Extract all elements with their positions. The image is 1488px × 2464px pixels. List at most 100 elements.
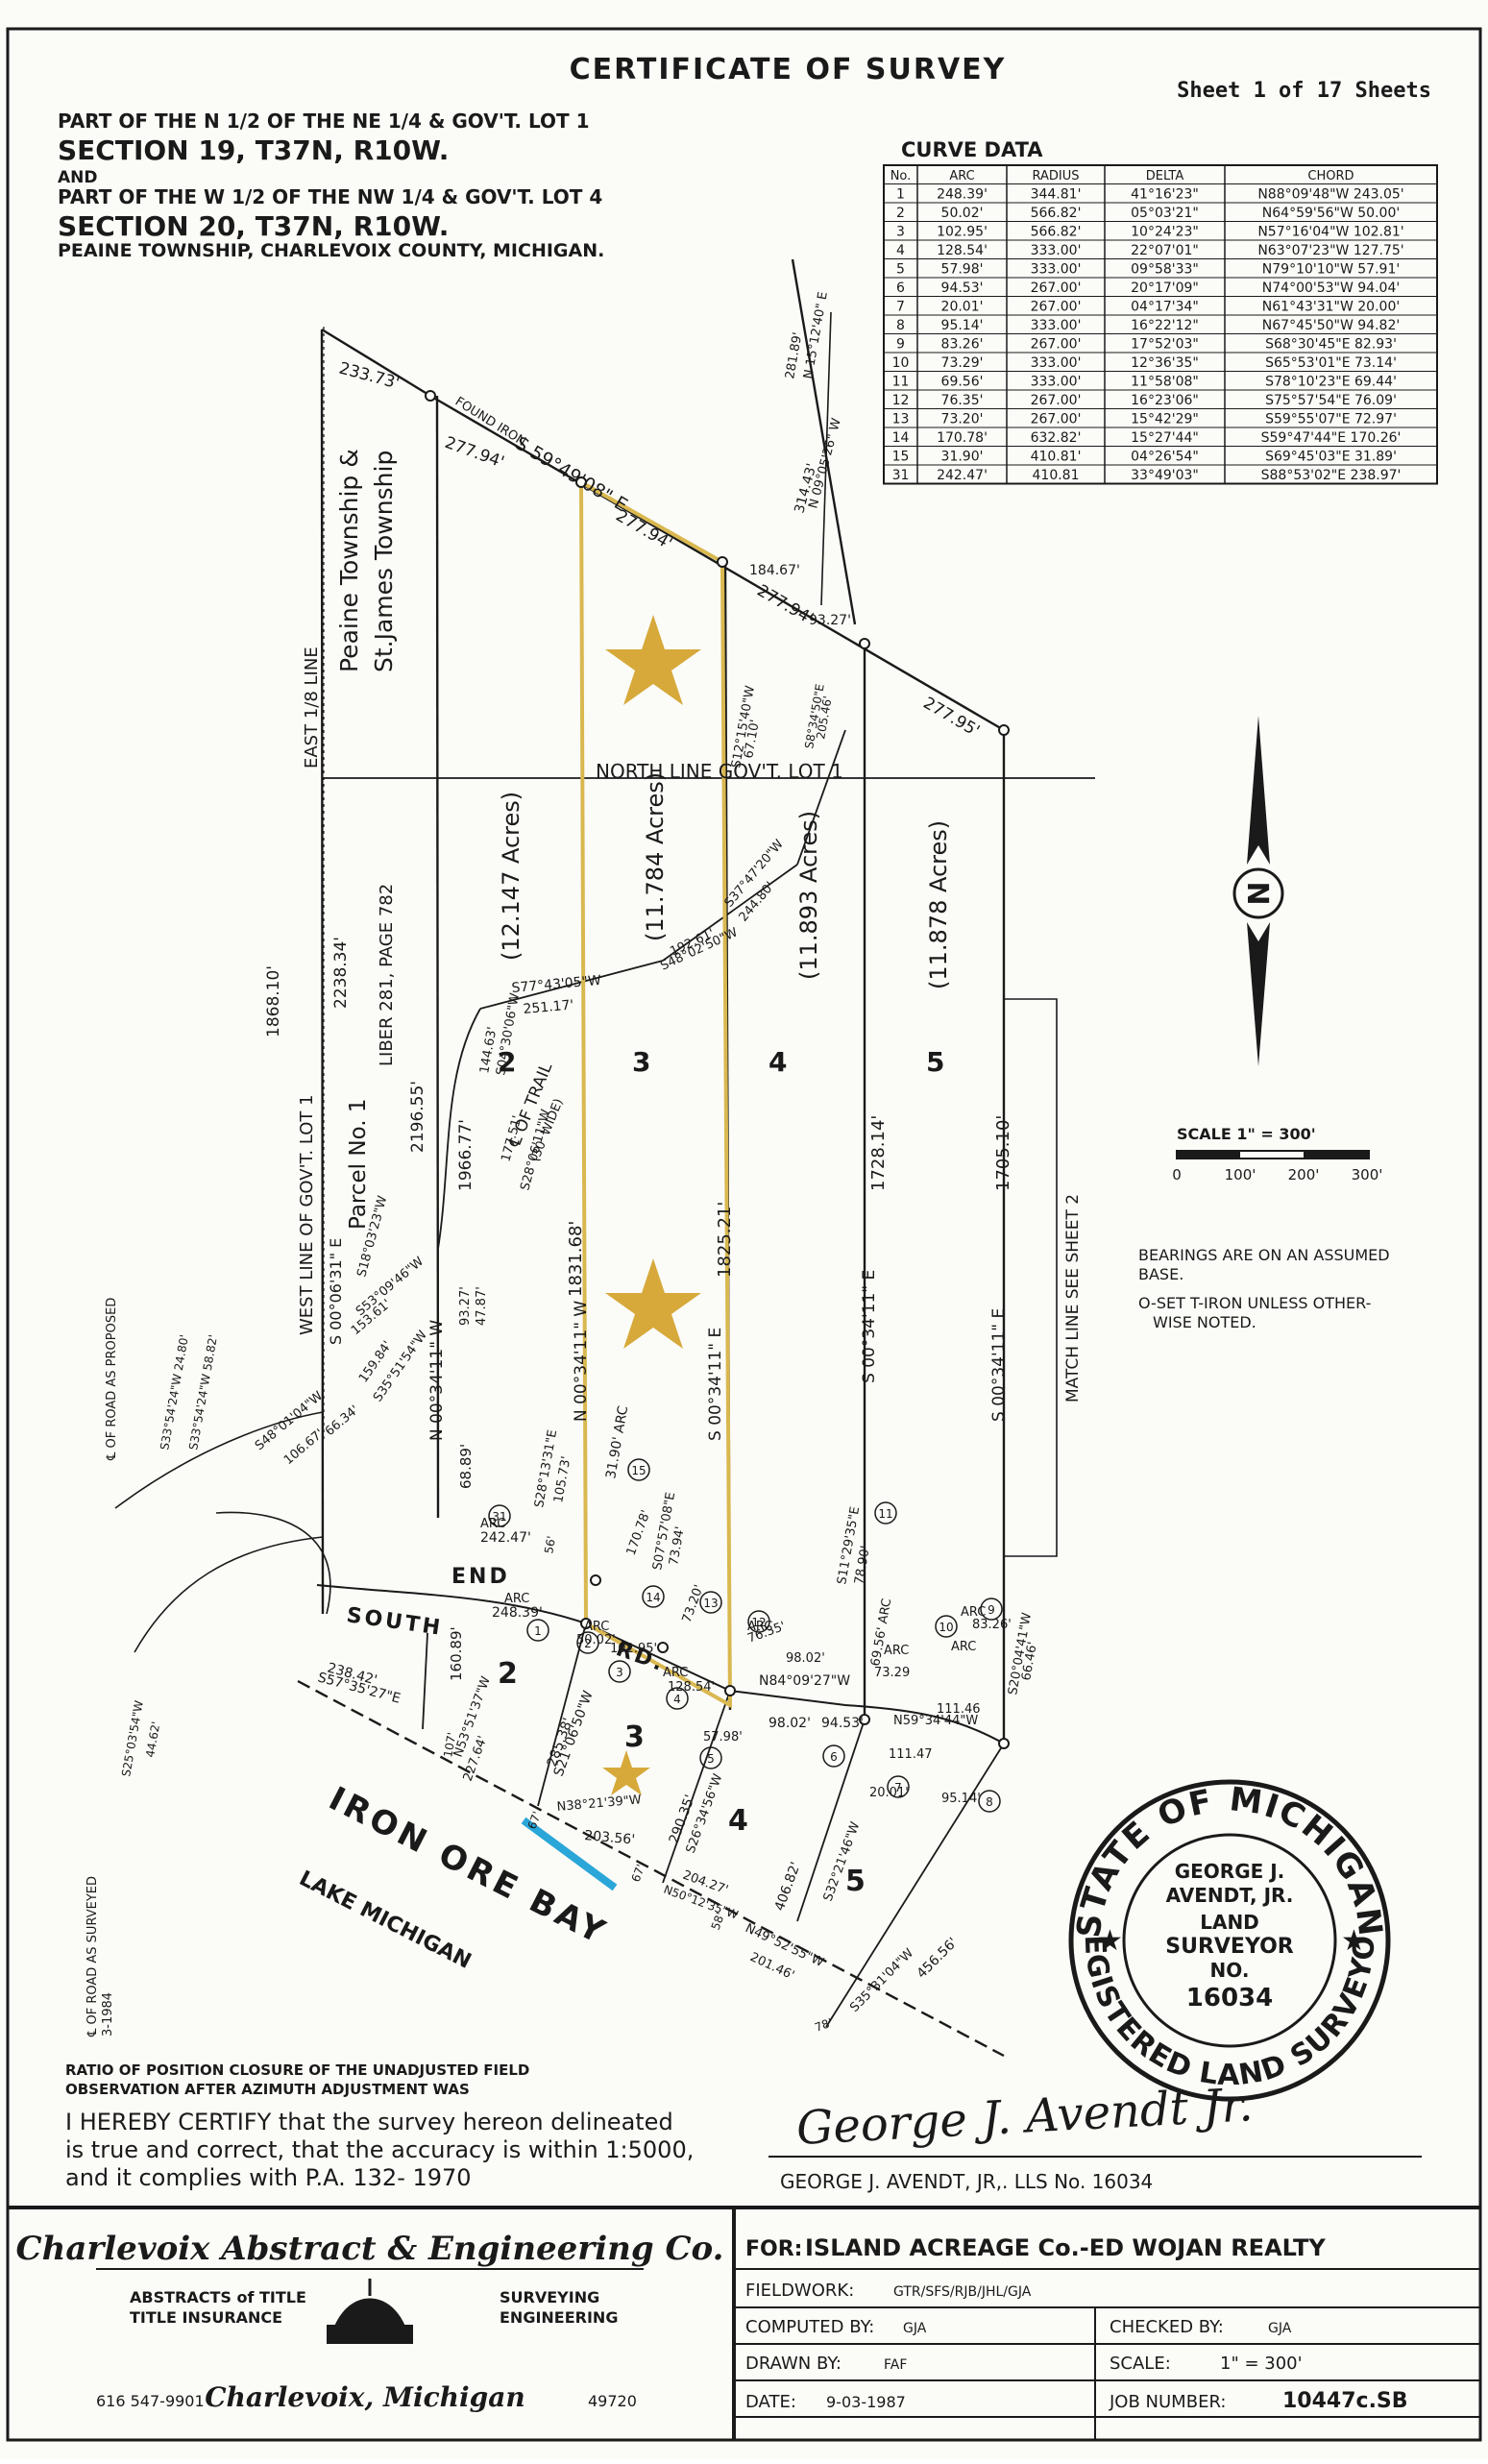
traverse-line <box>791 258 857 625</box>
curve-table-cell: 6 <box>896 281 905 296</box>
company-service: ABSTRACTS of TITLE <box>130 2288 306 2306</box>
curve-number: 6 <box>830 1750 838 1764</box>
north-arrow: N <box>1232 716 1284 1066</box>
arc-label: ARC <box>504 1592 529 1606</box>
dimension-label: 107' <box>441 1731 458 1758</box>
lot-number-south: 3 <box>624 1720 645 1754</box>
dimension-label: 251.17' <box>523 997 574 1017</box>
curve-table-cell: 10°24'23" <box>1131 225 1199 240</box>
company-service: SURVEYING <box>500 2288 599 2306</box>
township-line: PEAINE TOWNSHIP, CHARLEVOIX COUNTY, MICH… <box>58 240 604 261</box>
dimension-label: 128.54' <box>668 1680 715 1695</box>
curve-table-cell: 3 <box>896 225 905 240</box>
curve-number-circle <box>699 1591 722 1614</box>
iron-marker <box>998 1738 1010 1749</box>
curve-table-cell: N64°59'56"W 50.00' <box>1262 206 1400 221</box>
curve-table-cell: S78°10'23"E 69.44' <box>1265 375 1397 390</box>
curve-number-circle <box>887 1775 910 1798</box>
lot-line-slant-3 <box>479 960 664 1010</box>
road-surveyed-line <box>134 1536 324 1653</box>
curve-table-cell: 267.00' <box>1031 300 1082 315</box>
curve-table-cell: 333.00' <box>1031 355 1082 371</box>
dimension-label: 1705.10' <box>993 1115 1013 1191</box>
scale-field-value: 1" = 300' <box>1220 2354 1303 2374</box>
iron-marker <box>425 390 436 402</box>
curve-table-cell: 13 <box>892 412 910 427</box>
curve-table-cell: 20.01' <box>941 300 984 315</box>
curve-table-cell: 2 <box>896 206 905 221</box>
dimension-label: 203.56' <box>584 1828 636 1848</box>
curve-table-cell: 16°22'12" <box>1131 318 1199 333</box>
dimension-label: S 00°34'11" E <box>989 1308 1009 1422</box>
curve-table-cell: 22°07'01" <box>1131 243 1199 258</box>
closure-note: RATIO OF POSITION CLOSURE OF THE UNADJUS… <box>65 2061 529 2079</box>
dimension-label: 105.73' <box>551 1455 573 1504</box>
star-marker-south <box>602 1750 650 1795</box>
acres-lot-5: (11.878 Acres) <box>925 820 952 989</box>
curve-table-cell: 15°42'29" <box>1131 412 1199 427</box>
curve-table-cell: 248.39' <box>937 187 988 203</box>
seal-line: 16034 <box>1186 1984 1273 2013</box>
dimension-label: 233.73' <box>337 359 402 394</box>
curve-table-cell: S68°30'45"E 82.93' <box>1265 337 1397 353</box>
curve-table-cell: 15 <box>892 450 910 465</box>
dimension-label: 78.90' <box>852 1545 873 1586</box>
arc-label: ARC <box>884 1644 909 1658</box>
dimension-label: 248.39' <box>492 1605 543 1621</box>
liber-label: LIBER 281, PAGE 782 <box>377 884 397 1066</box>
curve-table-cell: 17°52'03" <box>1131 337 1199 353</box>
lot-number-south: 5 <box>845 1865 866 1898</box>
dimension-label: 58' <box>709 1911 728 1932</box>
dimension-label: N84°09'27"W <box>759 1673 850 1689</box>
scale-bar-fill <box>1177 1151 1240 1159</box>
dimension-label: 67.10' <box>742 719 763 760</box>
curve-table-cell: S88°53'02"E 238.97' <box>1261 468 1402 483</box>
curve-number: 10 <box>939 1621 953 1634</box>
road-proposed-line <box>114 1411 324 1509</box>
curve-number-circle <box>980 1598 1003 1621</box>
company-phone: 616 547-9901 <box>96 2392 205 2410</box>
computed-label: COMPUTED BY: <box>745 2317 874 2337</box>
drawn-value: FAF <box>884 2357 907 2373</box>
dimension-label: 73.94' <box>667 1525 688 1567</box>
date-value: 9-03-1987 <box>826 2393 906 2411</box>
curve-number: 14 <box>646 1591 660 1604</box>
dimension-label: 73.29 <box>874 1666 910 1680</box>
company-city: Charlevoix, Michigan <box>205 2381 525 2413</box>
curve-table-cell: N67°45'50"W 94.82' <box>1262 318 1400 333</box>
north-arrow-circle <box>1232 867 1284 919</box>
curve-table-cell: 15°27'44" <box>1131 430 1199 446</box>
curve-table-cell: 57.98' <box>941 262 984 278</box>
dimension-label: 47.87' <box>475 1286 489 1326</box>
iron-marker <box>717 556 728 568</box>
north-arrow-bottom <box>1247 922 1270 1066</box>
dimension-label: S 59°49'08" E <box>511 432 631 516</box>
curve-table-cell: 31 <box>892 468 910 483</box>
dimension-label: 94.53' <box>821 1716 864 1731</box>
curve-table-cell: 566.82' <box>1031 225 1082 240</box>
lake-michigan-label: LAKE MICHIGAN <box>295 1866 475 1974</box>
parcel-1-north-line <box>321 328 431 398</box>
curve-table-cell: 05°03'21" <box>1131 206 1199 221</box>
dimension-label: 160.89' <box>448 1626 465 1681</box>
outer-frame <box>6 27 1482 2442</box>
curve-table-cell: 410.81' <box>1031 450 1082 465</box>
curve-number-circle <box>526 1619 549 1642</box>
curve-table-cell: 242.47' <box>937 468 988 483</box>
dimension-label: 2238.34' <box>331 937 351 1009</box>
fieldwork-value: GTR/SFS/RJB/JHL/GJA <box>893 2284 1032 2300</box>
dimension-label: 106.67' <box>281 1427 327 1468</box>
dimension-label: 111.46 <box>937 1702 981 1717</box>
curve-number: 9 <box>988 1603 995 1617</box>
dimension-label: S 00°06'31" E <box>327 1238 345 1345</box>
description-line-1: PART OF THE N 1/2 OF THE NE 1/4 & GOV'T.… <box>58 110 590 133</box>
curve-table-cell: 31.90' <box>941 450 984 465</box>
acres-lot-4: (11.893 Acres) <box>795 811 822 980</box>
dimension-label: 66.46' <box>1019 1641 1040 1682</box>
company-service: ENGINEERING <box>500 2308 618 2327</box>
iron-marker <box>724 1685 736 1696</box>
dimension-label: 1966.77' <box>456 1119 476 1191</box>
job-number-value: 10447c.SB <box>1282 2389 1408 2413</box>
